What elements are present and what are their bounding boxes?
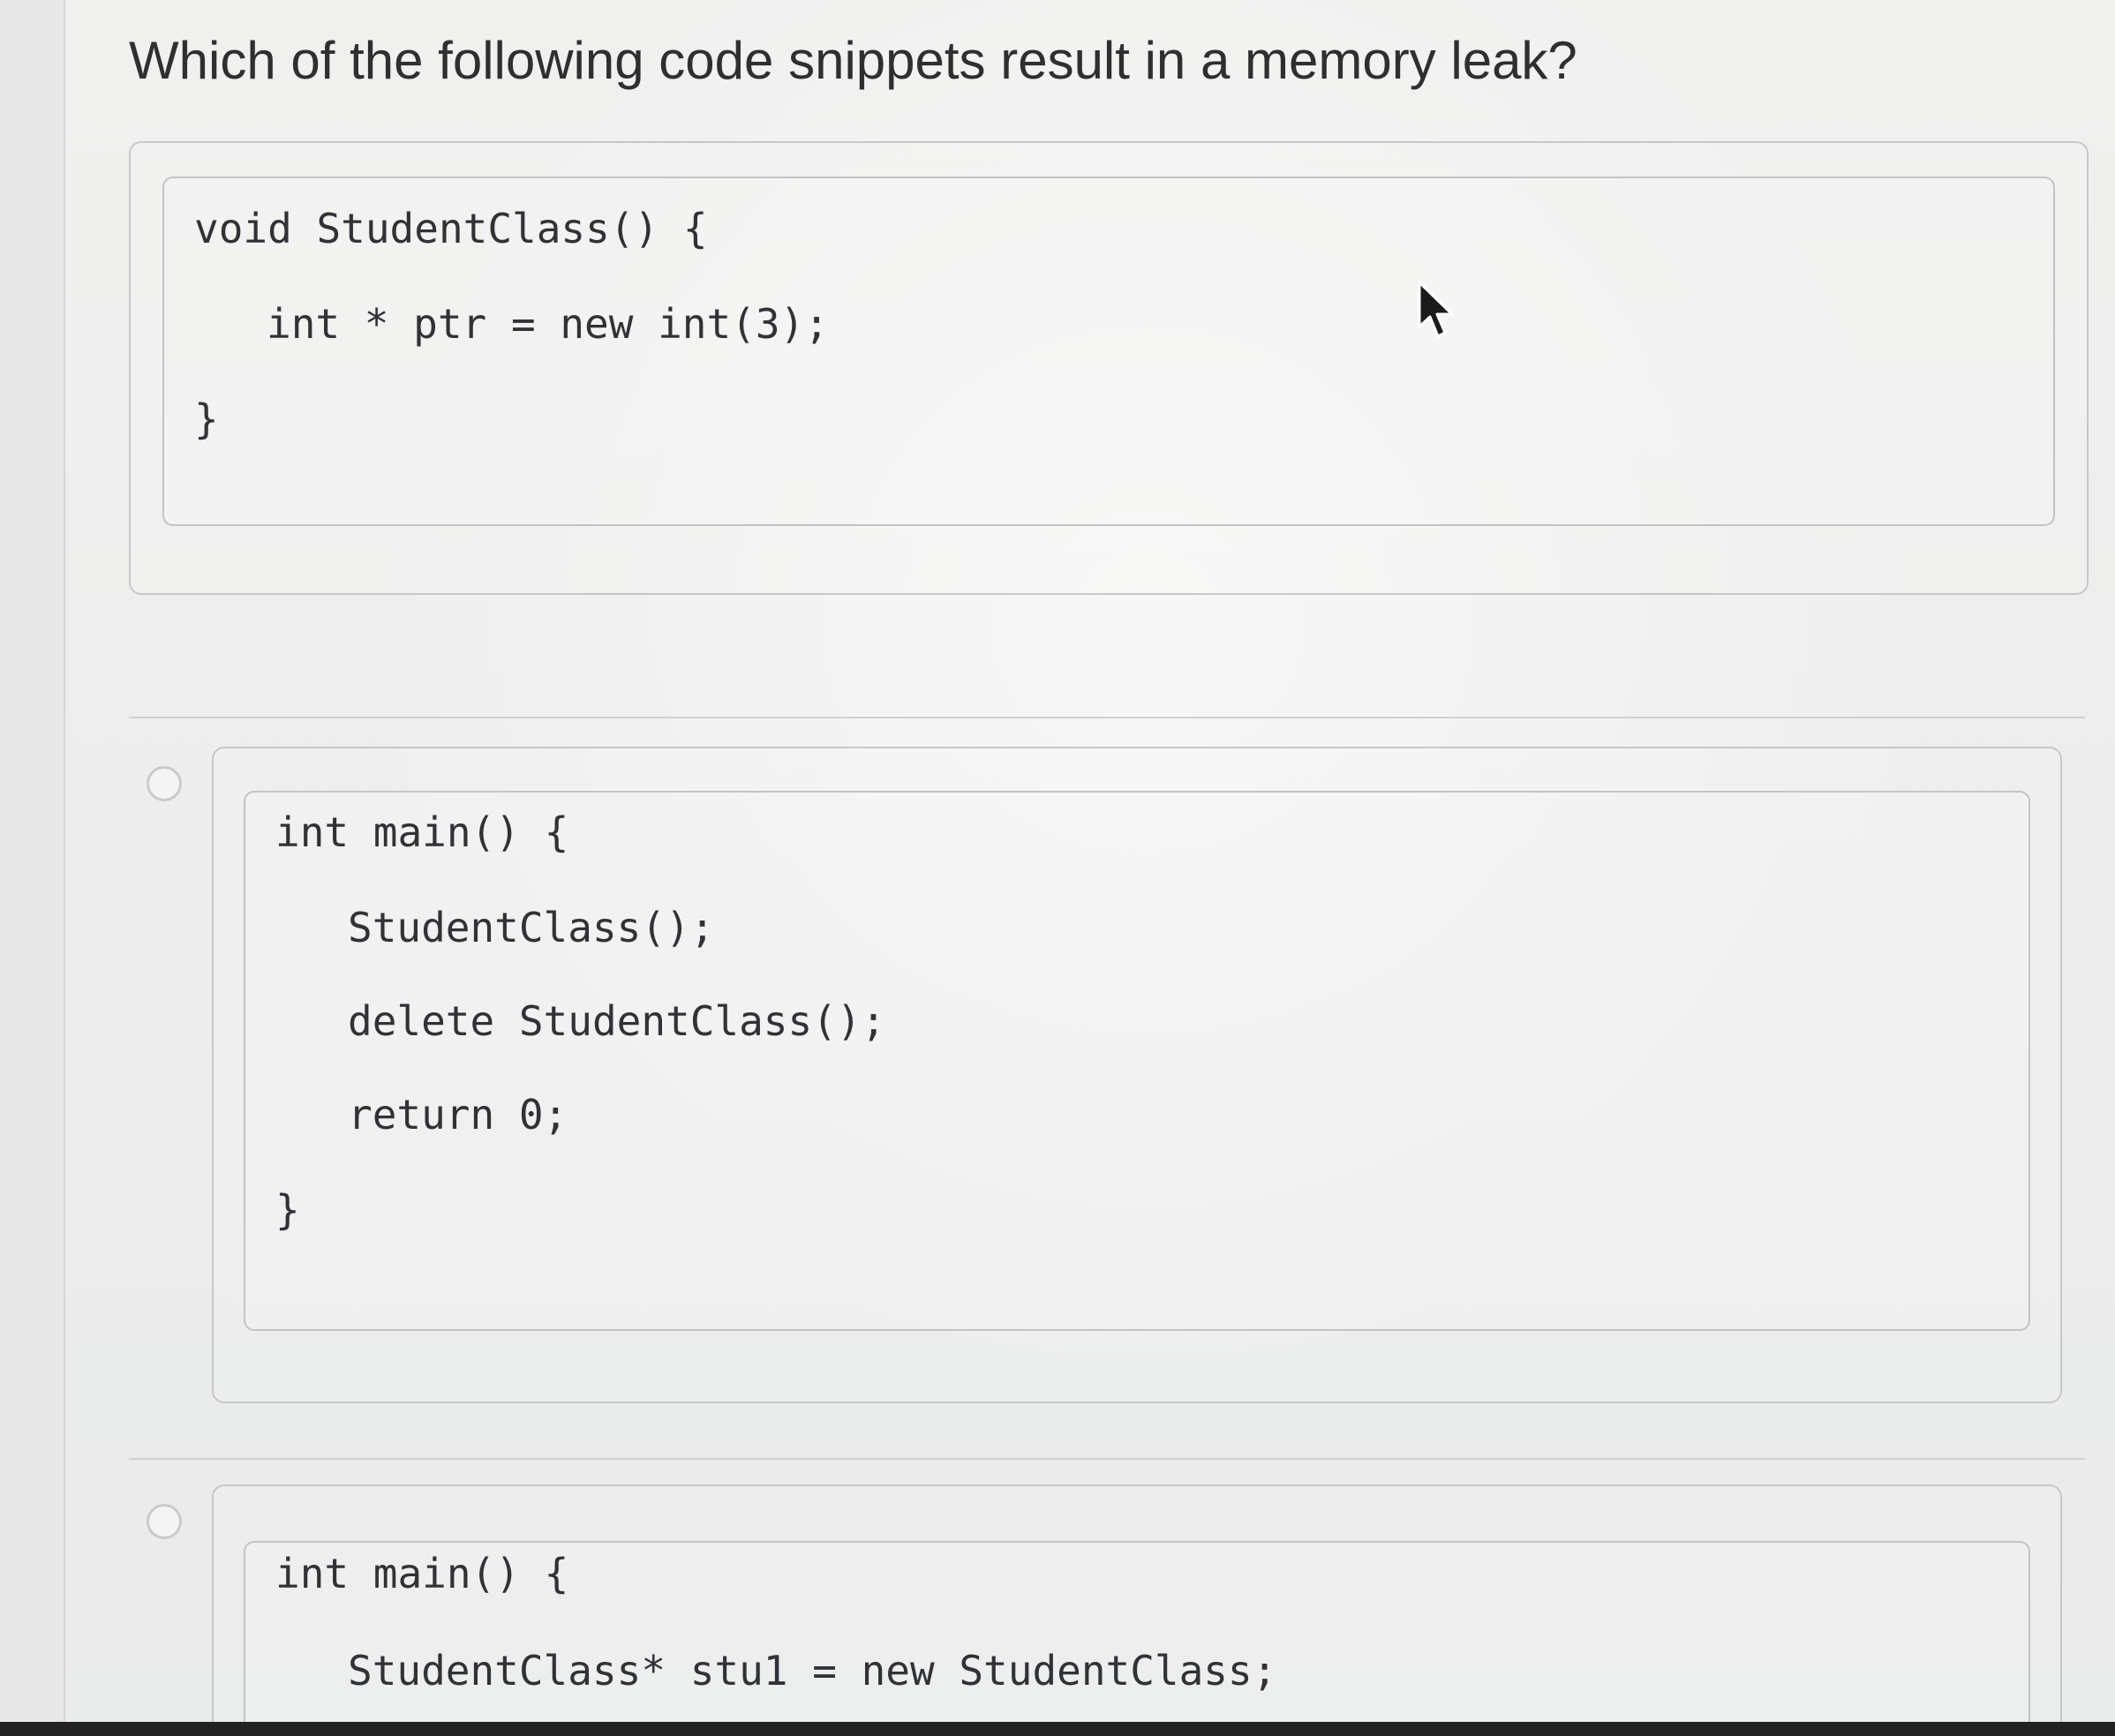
prompt-code-line: }: [194, 395, 219, 443]
prompt-code-line: int * ptr = new int(3);: [267, 300, 829, 348]
option-2-code-line: int main() {: [275, 1550, 569, 1597]
option-2-radio[interactable]: [147, 1504, 182, 1539]
divider: [129, 1458, 2085, 1460]
left-gutter: [0, 0, 65, 1736]
option-2-container[interactable]: [212, 1484, 2062, 1736]
prompt-code-container: [129, 141, 2089, 595]
option-1-radio[interactable]: [147, 766, 182, 801]
mouse-pointer-icon: [1418, 281, 1454, 338]
option-1-code-line: int main() {: [275, 808, 569, 856]
question-text: Which of the following code snippets res…: [129, 31, 1577, 90]
prompt-code-line: void StudentClass() {: [194, 205, 708, 252]
prompt-code-box: [162, 177, 2055, 526]
divider: [129, 717, 2085, 718]
option-2-code-line: StudentClass* stu1 = new StudentClass;: [348, 1647, 1277, 1695]
option-1-container[interactable]: [212, 747, 2062, 1403]
option-1-code-box: [244, 791, 2030, 1331]
option-1-code-line: }: [275, 1186, 300, 1234]
option-1-code-line: delete StudentClass();: [348, 997, 886, 1045]
bottom-bar: [0, 1722, 2115, 1736]
option-1-code-line: return 0;: [348, 1091, 568, 1139]
option-2-code-box: [244, 1541, 2030, 1736]
option-1-code-line: StudentClass();: [348, 904, 715, 951]
